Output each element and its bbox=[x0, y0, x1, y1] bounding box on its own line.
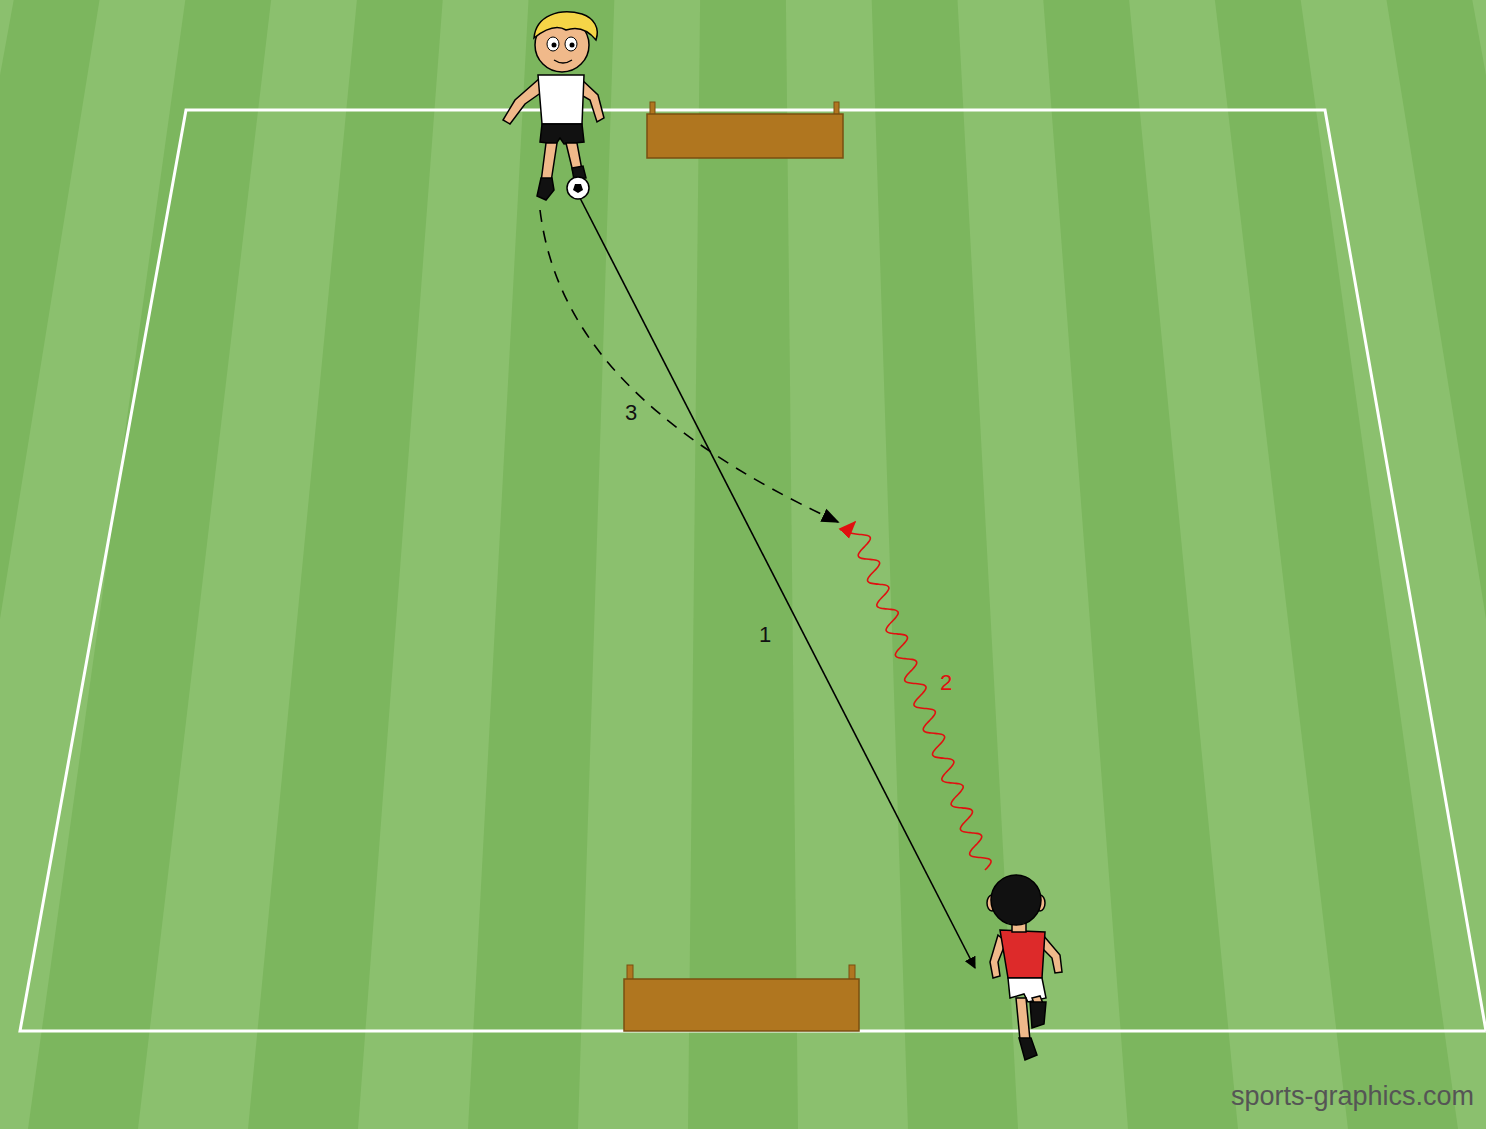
grass-stripe bbox=[138, 0, 357, 1129]
ball bbox=[567, 177, 589, 199]
white-player bbox=[503, 12, 604, 200]
pitch-outline bbox=[20, 110, 1486, 1031]
callout-number: 3 bbox=[625, 402, 637, 424]
grass-stripe bbox=[786, 0, 908, 1129]
grass-stripe bbox=[358, 0, 529, 1129]
red-player bbox=[987, 875, 1062, 1060]
watermark: sports-graphics.com bbox=[1231, 1083, 1474, 1110]
bottom-goal bbox=[624, 965, 859, 1031]
callout-number: 1 bbox=[759, 624, 771, 646]
grass-stripe bbox=[0, 0, 185, 1129]
grass-stripe bbox=[578, 0, 700, 1129]
pass-arrow bbox=[580, 198, 975, 968]
callout-number: 2 bbox=[940, 672, 952, 694]
top-goal bbox=[647, 102, 843, 158]
grass-stripe bbox=[1301, 0, 1486, 1129]
grass-stripe bbox=[958, 0, 1129, 1129]
grass-stripe bbox=[1129, 0, 1348, 1129]
dribble-arrow bbox=[849, 522, 991, 870]
run-arrow bbox=[540, 210, 838, 522]
